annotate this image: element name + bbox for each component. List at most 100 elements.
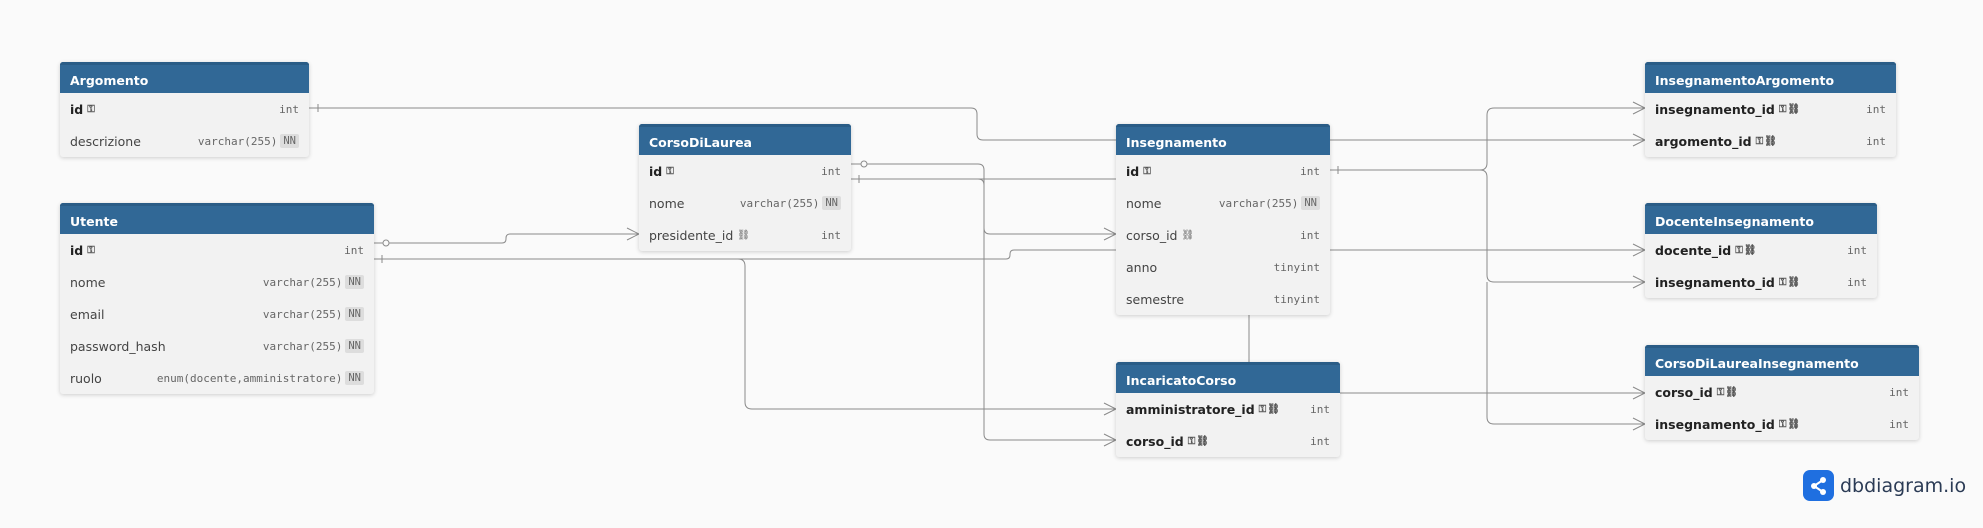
field-row[interactable]: id⚿int (1116, 155, 1330, 187)
key-link-icon: ⚿⛓ (1187, 435, 1210, 447)
field-row[interactable]: presidente_id⛓ int (639, 219, 851, 251)
link-insegnamento-corsodilaureainsegnamento (1486, 282, 1645, 425)
field-row[interactable]: id⚿int (639, 155, 851, 187)
share-nodes-icon (1803, 470, 1834, 501)
field-type: int (821, 164, 841, 178)
field-type: int (1300, 228, 1320, 242)
brand-badge[interactable]: dbdiagram.io (1803, 470, 1966, 501)
field-type: varchar(255) (262, 339, 343, 353)
table-header[interactable]: Argomento (60, 62, 309, 93)
field-type: tinyint (1273, 260, 1320, 274)
link-utente-incaricatocorso (374, 258, 1116, 410)
table-header[interactable]: InsegnamentoArgomento (1645, 62, 1896, 93)
field-name: anno (1126, 259, 1158, 275)
key-link-icon: ⚿⛓ (1735, 244, 1758, 256)
field-name: corso_id (1126, 227, 1178, 243)
field-name: insegnamento_id (1655, 416, 1775, 432)
table-header[interactable]: Utente (60, 203, 374, 234)
field-type: varchar(255) (1218, 196, 1299, 210)
table-header[interactable]: CorsoDiLaurea (639, 124, 851, 155)
table-header[interactable]: CorsoDiLaureaInsegnamento (1645, 345, 1919, 376)
field-name: corso_id (1126, 433, 1184, 449)
key-icon: ⚿ (666, 165, 675, 177)
field-row[interactable]: corso_id⚿⛓ int (1645, 376, 1919, 408)
not-null-badge: NN (345, 339, 364, 353)
key-link-icon: ⚿⛓ (1778, 276, 1802, 288)
field-name: insegnamento_id (1655, 101, 1775, 117)
link-icon: ⛓ (737, 229, 751, 241)
table-header[interactable]: Insegnamento (1116, 124, 1330, 155)
field-name: amministratore_id (1126, 401, 1255, 417)
table-header[interactable]: IncaricatoCorso (1116, 362, 1340, 393)
field-row[interactable]: nome varchar(255)NN (1116, 187, 1330, 219)
key-icon: ⚿ (1143, 165, 1152, 177)
field-type: int (1847, 243, 1867, 257)
field-type: varchar(255) (739, 196, 820, 210)
field-row[interactable]: nome varchar(255)NN (639, 187, 851, 219)
field-row[interactable]: insegnamento_id⚿⛓int (1645, 266, 1877, 298)
field-row[interactable]: semestre tinyint (1116, 283, 1330, 315)
field-row[interactable]: corso_id⚿⛓int (1116, 425, 1340, 457)
field-type: int (1866, 102, 1886, 116)
field-name: nome (1126, 195, 1162, 211)
field-row[interactable]: corso_id⛓ int (1116, 219, 1330, 251)
field-row[interactable]: argomento_id⚿⛓ int (1645, 125, 1896, 157)
field-row[interactable]: insegnamento_id⚿⛓int (1645, 93, 1896, 125)
field-type: enum(docente,amministratore) (156, 371, 343, 385)
field-name: ruolo (70, 370, 102, 386)
key-link-icon: ⚿⛓ (1778, 418, 1802, 430)
field-type: int (1866, 134, 1886, 148)
not-null-badge: NN (280, 134, 299, 148)
field-name: id (70, 101, 84, 117)
field-name: corso_id (1655, 384, 1713, 400)
field-row[interactable]: ruolo enum(docente,amministratore)NN (60, 362, 374, 394)
table-header[interactable]: DocenteInsegnamento (1645, 203, 1877, 234)
key-link-icon: ⚿⛓ (1755, 135, 1778, 147)
field-name: nome (649, 195, 685, 211)
field-type: tinyint (1273, 292, 1320, 306)
field-name: email (70, 306, 105, 322)
field-name: presidente_id (649, 227, 734, 243)
field-type: varchar(255) (262, 275, 343, 289)
field-type: int (1889, 385, 1909, 399)
not-null-badge: NN (1301, 196, 1320, 210)
link-insegnamento-insegnamentoargomento (1330, 107, 1645, 171)
field-name: semestre (1126, 291, 1185, 307)
field-row[interactable]: amministratore_id⚿⛓ int (1116, 393, 1340, 425)
link-utente-corsodilaurea (374, 233, 639, 244)
key-icon: ⚿ (87, 103, 96, 115)
field-type: int (1310, 402, 1330, 416)
not-null-badge: NN (822, 196, 841, 210)
not-null-badge: NN (345, 307, 364, 321)
field-row[interactable]: insegnamento_id⚿⛓ int (1645, 408, 1919, 440)
field-type: int (1300, 164, 1320, 178)
field-row[interactable]: docente_id⚿⛓int (1645, 234, 1877, 266)
link-corsodilaurea-incaricatocorso (851, 178, 1116, 441)
not-null-badge: NN (345, 275, 364, 289)
field-row[interactable]: id⚿int (60, 93, 309, 125)
field-row[interactable]: id⚿int (60, 234, 374, 266)
key-link-icon: ⚿⛓ (1716, 386, 1739, 398)
link-icon: ⛓ (1181, 229, 1196, 241)
field-type: int (344, 243, 364, 257)
key-link-icon: ⚿⛓ (1258, 403, 1281, 415)
not-null-badge: NN (345, 371, 364, 385)
field-type: int (1889, 417, 1909, 431)
field-row[interactable]: anno tinyint (1116, 251, 1330, 283)
field-type: int (821, 228, 841, 242)
link-utente-docenteinsegnamento (374, 249, 1645, 260)
field-name: argomento_id (1655, 133, 1752, 149)
